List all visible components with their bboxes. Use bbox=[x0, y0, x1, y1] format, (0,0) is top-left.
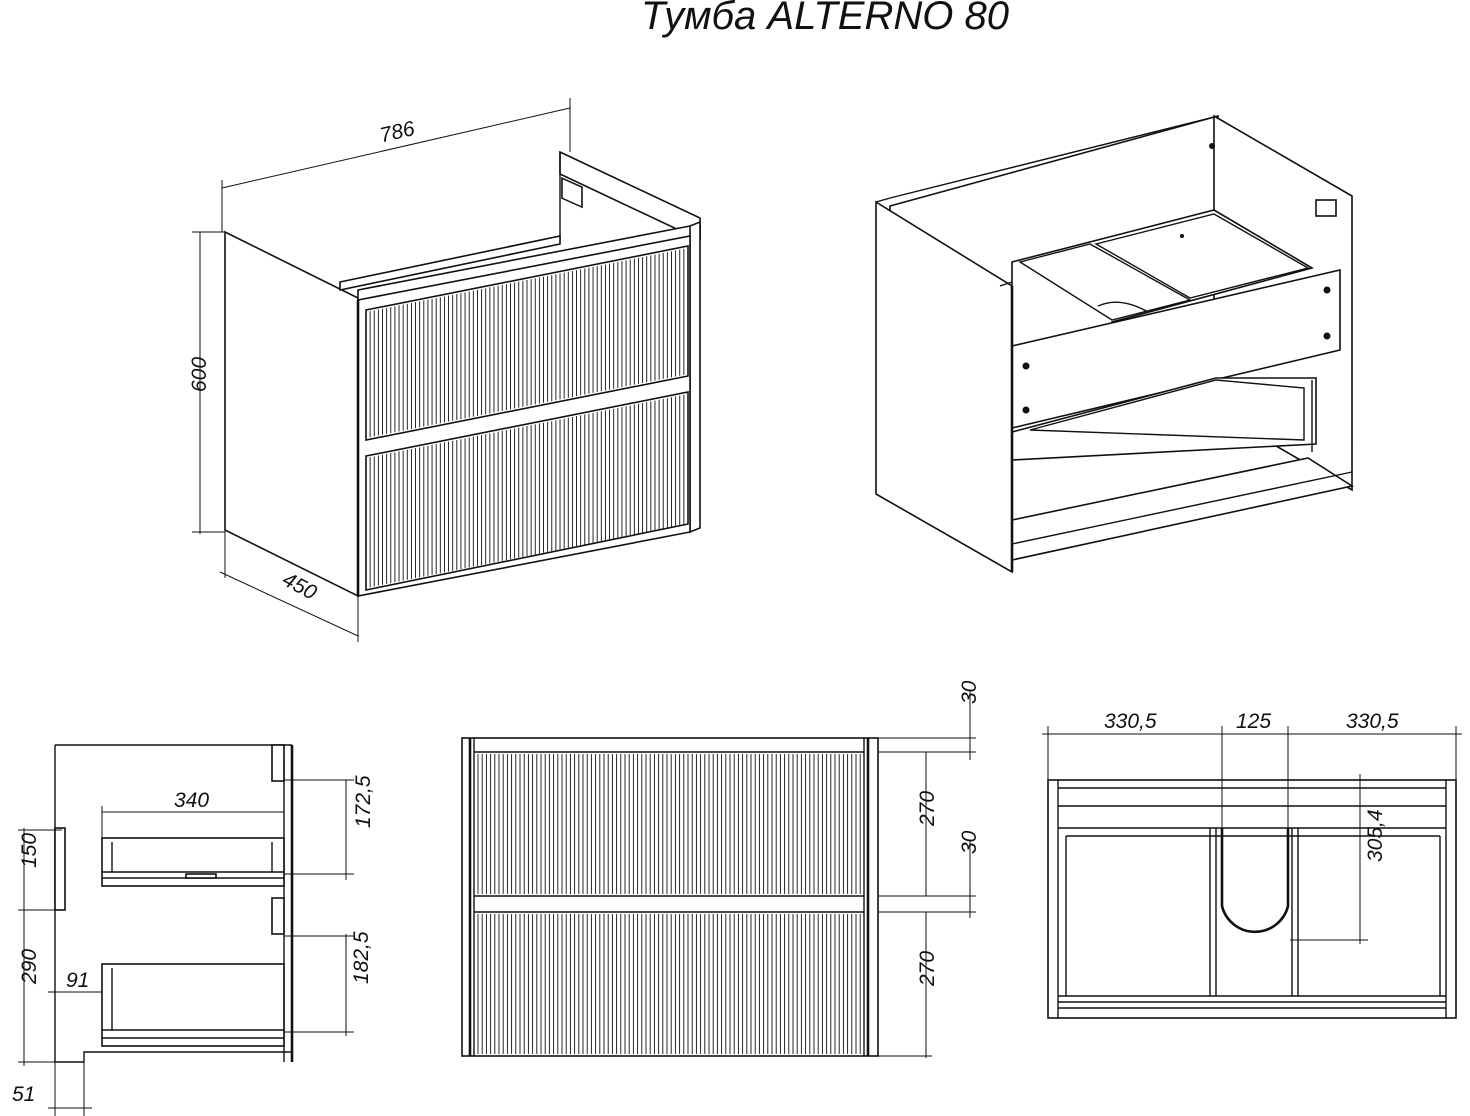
side-upper-height-label: 172,5 bbox=[352, 775, 375, 828]
front-lower-front-label: 270 bbox=[916, 951, 939, 987]
drawing-title: Тумба ALTERNO 80 bbox=[641, 0, 1009, 38]
top-cutout-depth-label: 305,4 bbox=[1364, 809, 1387, 862]
iso-width-label: 786 bbox=[378, 117, 418, 147]
top-outline bbox=[1047, 779, 1457, 1019]
side-plinth-label: 51 bbox=[12, 1083, 35, 1106]
top-view: 330,5 125 330,5 305,4 bbox=[1042, 710, 1462, 1019]
side-mount-offset-label: 290 bbox=[18, 949, 41, 985]
iso-rear-rail bbox=[339, 235, 561, 291]
side-setback-label: 91 bbox=[66, 969, 89, 992]
side-section-view: 340 172,5 182,5 150 290 91 51 bbox=[12, 744, 375, 1116]
top-center-cutout-label: 125 bbox=[1236, 710, 1271, 733]
side-lower-drawer bbox=[101, 963, 285, 1047]
top-left-section-label: 330,5 bbox=[1104, 710, 1157, 733]
side-lower-height-label: 182,5 bbox=[350, 931, 373, 984]
top-sink-cutout bbox=[1220, 828, 1290, 934]
iso-open-mount-bracket bbox=[1315, 199, 1337, 217]
front-top-gap-label: 30 bbox=[958, 680, 981, 704]
side-wall-mount bbox=[54, 827, 66, 911]
front-middle-gap-label: 30 bbox=[958, 830, 981, 854]
front-fluting bbox=[477, 754, 861, 1054]
iso-right-side-edge bbox=[689, 220, 701, 534]
iso-open-bottom-shelf bbox=[1011, 457, 1355, 561]
iso-left-side-panel bbox=[224, 230, 359, 598]
side-drawer-depth-label: 340 bbox=[174, 789, 209, 812]
front-upper-front-label: 270 bbox=[916, 791, 939, 827]
iso-height-label: 600 bbox=[188, 357, 211, 392]
iso-mount-bracket bbox=[561, 177, 583, 209]
front-view: 30 270 30 270 bbox=[461, 680, 981, 1058]
front-frame bbox=[461, 737, 879, 1057]
iso-fluting bbox=[369, 248, 685, 588]
side-mount-height-label: 150 bbox=[18, 833, 41, 868]
iso-open-view bbox=[875, 114, 1355, 574]
iso-closed-view: 786 600 450 bbox=[188, 98, 701, 642]
top-right-section-label: 330,5 bbox=[1346, 710, 1399, 733]
